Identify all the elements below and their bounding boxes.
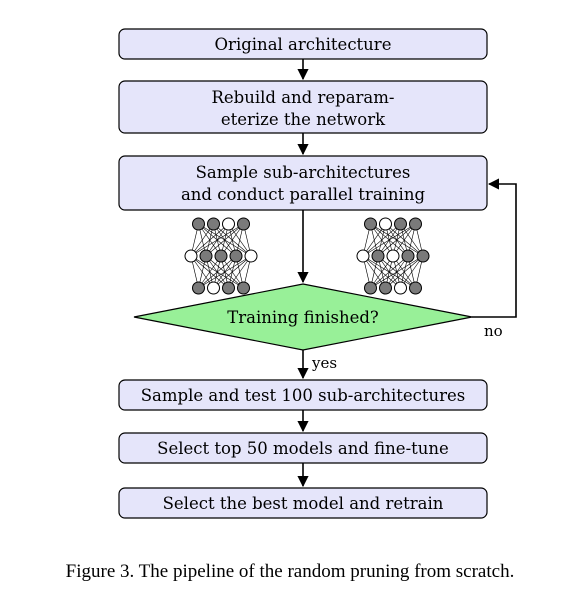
- network-node-right: [356, 249, 370, 263]
- network-edge-left: [228, 255, 252, 289]
- neural-network-icon-left: [184, 217, 258, 295]
- select-best-label: Select the best model and retrain: [163, 494, 444, 513]
- network-node-left: [244, 249, 258, 263]
- network-edge-left: [198, 255, 222, 289]
- network-node-left: [184, 249, 198, 263]
- network-edge-left: [190, 223, 244, 257]
- network-edge-right: [370, 255, 424, 289]
- network-edge-left: [190, 223, 214, 257]
- network-node-left: [214, 249, 228, 263]
- no-loop-arrow: [472, 178, 517, 318]
- sample-test-label: Sample and test 100 sub-architectures: [141, 386, 466, 405]
- network-node-right: [371, 249, 385, 263]
- neural-network-icon-right: [356, 217, 430, 295]
- training-finished-decision: Training finished?: [133, 283, 473, 351]
- network-edge-right: [370, 255, 409, 289]
- network-edge-right: [392, 223, 416, 257]
- network-node-right: [416, 249, 430, 263]
- network-edge-right: [362, 223, 386, 257]
- network-edge-left: [190, 223, 229, 257]
- network-edge-left: [205, 223, 244, 257]
- network-node-left: [222, 217, 235, 231]
- sample-test-box: Sample and test 100 sub-architectures: [118, 379, 488, 411]
- rebuild-box: Rebuild and reparam- eterize the network: [118, 80, 488, 134]
- network-node-left: [237, 217, 250, 231]
- decision-label: Training finished?: [227, 308, 379, 327]
- sample-training-box: Sample sub-architectures and conduct par…: [118, 155, 488, 211]
- network-edge-left: [198, 255, 252, 289]
- sample-label-line2: and conduct parallel training: [181, 185, 426, 204]
- network-node-left: [199, 249, 213, 263]
- network-edge-left: [213, 255, 252, 289]
- network-node-right: [379, 281, 392, 295]
- sample-label-line1: Sample sub-architectures: [196, 163, 411, 182]
- select-top-box: Select top 50 models and fine-tune: [118, 432, 488, 464]
- rebuild-label-line2: eterize the network: [221, 110, 386, 129]
- select-best-box: Select the best model and retrain: [118, 487, 488, 519]
- select-top-label: Select top 50 models and fine-tune: [157, 439, 449, 458]
- original-architecture-box: Original architecture: [118, 28, 488, 60]
- network-node-right: [394, 217, 407, 231]
- network-edge-right: [362, 223, 416, 257]
- network-node-right: [364, 281, 377, 295]
- network-edge-right: [370, 255, 394, 289]
- network-node-right: [386, 249, 400, 263]
- network-node-left: [207, 217, 220, 231]
- no-label: no: [484, 322, 503, 340]
- network-edge-right: [400, 255, 424, 289]
- network-node-left: [229, 249, 243, 263]
- original-architecture-label: Original architecture: [215, 35, 392, 54]
- network-node-left: [192, 217, 205, 231]
- network-node-right: [364, 217, 377, 231]
- network-node-right: [394, 281, 407, 295]
- network-node-left: [237, 281, 250, 295]
- network-edge-left: [198, 255, 237, 289]
- yes-label: yes: [311, 354, 337, 372]
- network-node-right: [409, 281, 422, 295]
- network-node-right: [401, 249, 415, 263]
- network-node-right: [379, 217, 392, 231]
- network-edge-right: [377, 223, 416, 257]
- network-node-left: [192, 281, 205, 295]
- network-edge-right: [362, 223, 401, 257]
- network-edge-right: [385, 255, 424, 289]
- network-edge-left: [220, 223, 244, 257]
- network-node-right: [409, 217, 422, 231]
- network-node-left: [222, 281, 235, 295]
- figure-caption: Figure 3. The pipeline of the random pru…: [66, 561, 515, 582]
- rebuild-label-line1: Rebuild and reparam-: [211, 88, 394, 107]
- network-node-left: [207, 281, 220, 295]
